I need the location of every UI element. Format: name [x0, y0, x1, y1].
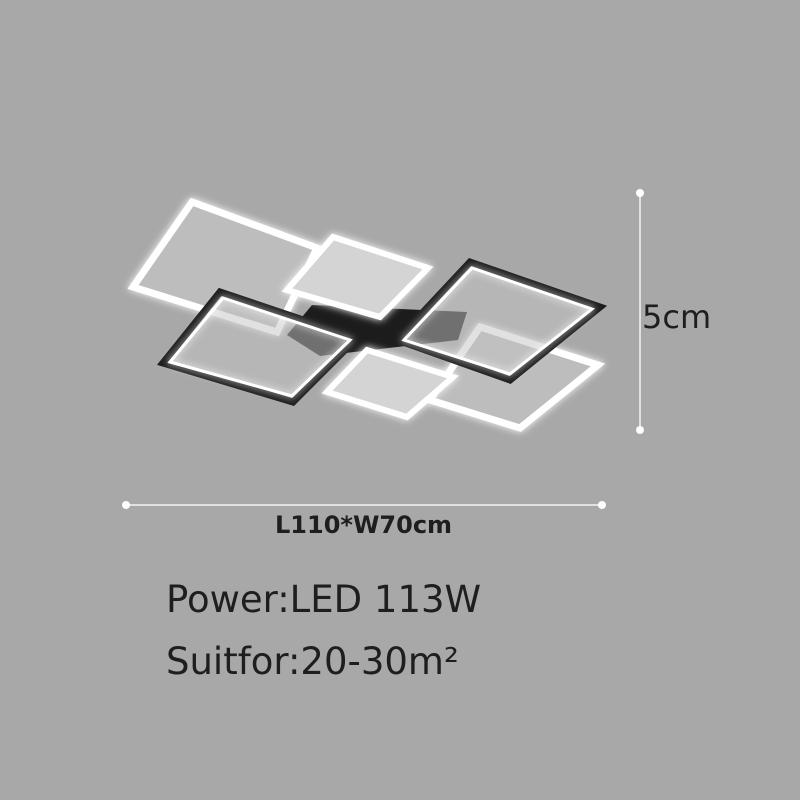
- left-black-frame-glow: [167, 296, 353, 398]
- top-white-panel: [281, 233, 434, 321]
- bottom-white-panel: [321, 346, 460, 421]
- right-black-frame-glow: [401, 266, 596, 376]
- lamp: [127, 197, 608, 432]
- height-dimension-line: [636, 189, 644, 434]
- width-dimension-line: [122, 501, 606, 509]
- area-label: Suitfor:20-30m²: [166, 640, 459, 683]
- size-label: L110*W70cm: [275, 511, 453, 539]
- height-label: 5cm: [642, 298, 712, 336]
- power-label: Power:LED 113W: [166, 578, 482, 621]
